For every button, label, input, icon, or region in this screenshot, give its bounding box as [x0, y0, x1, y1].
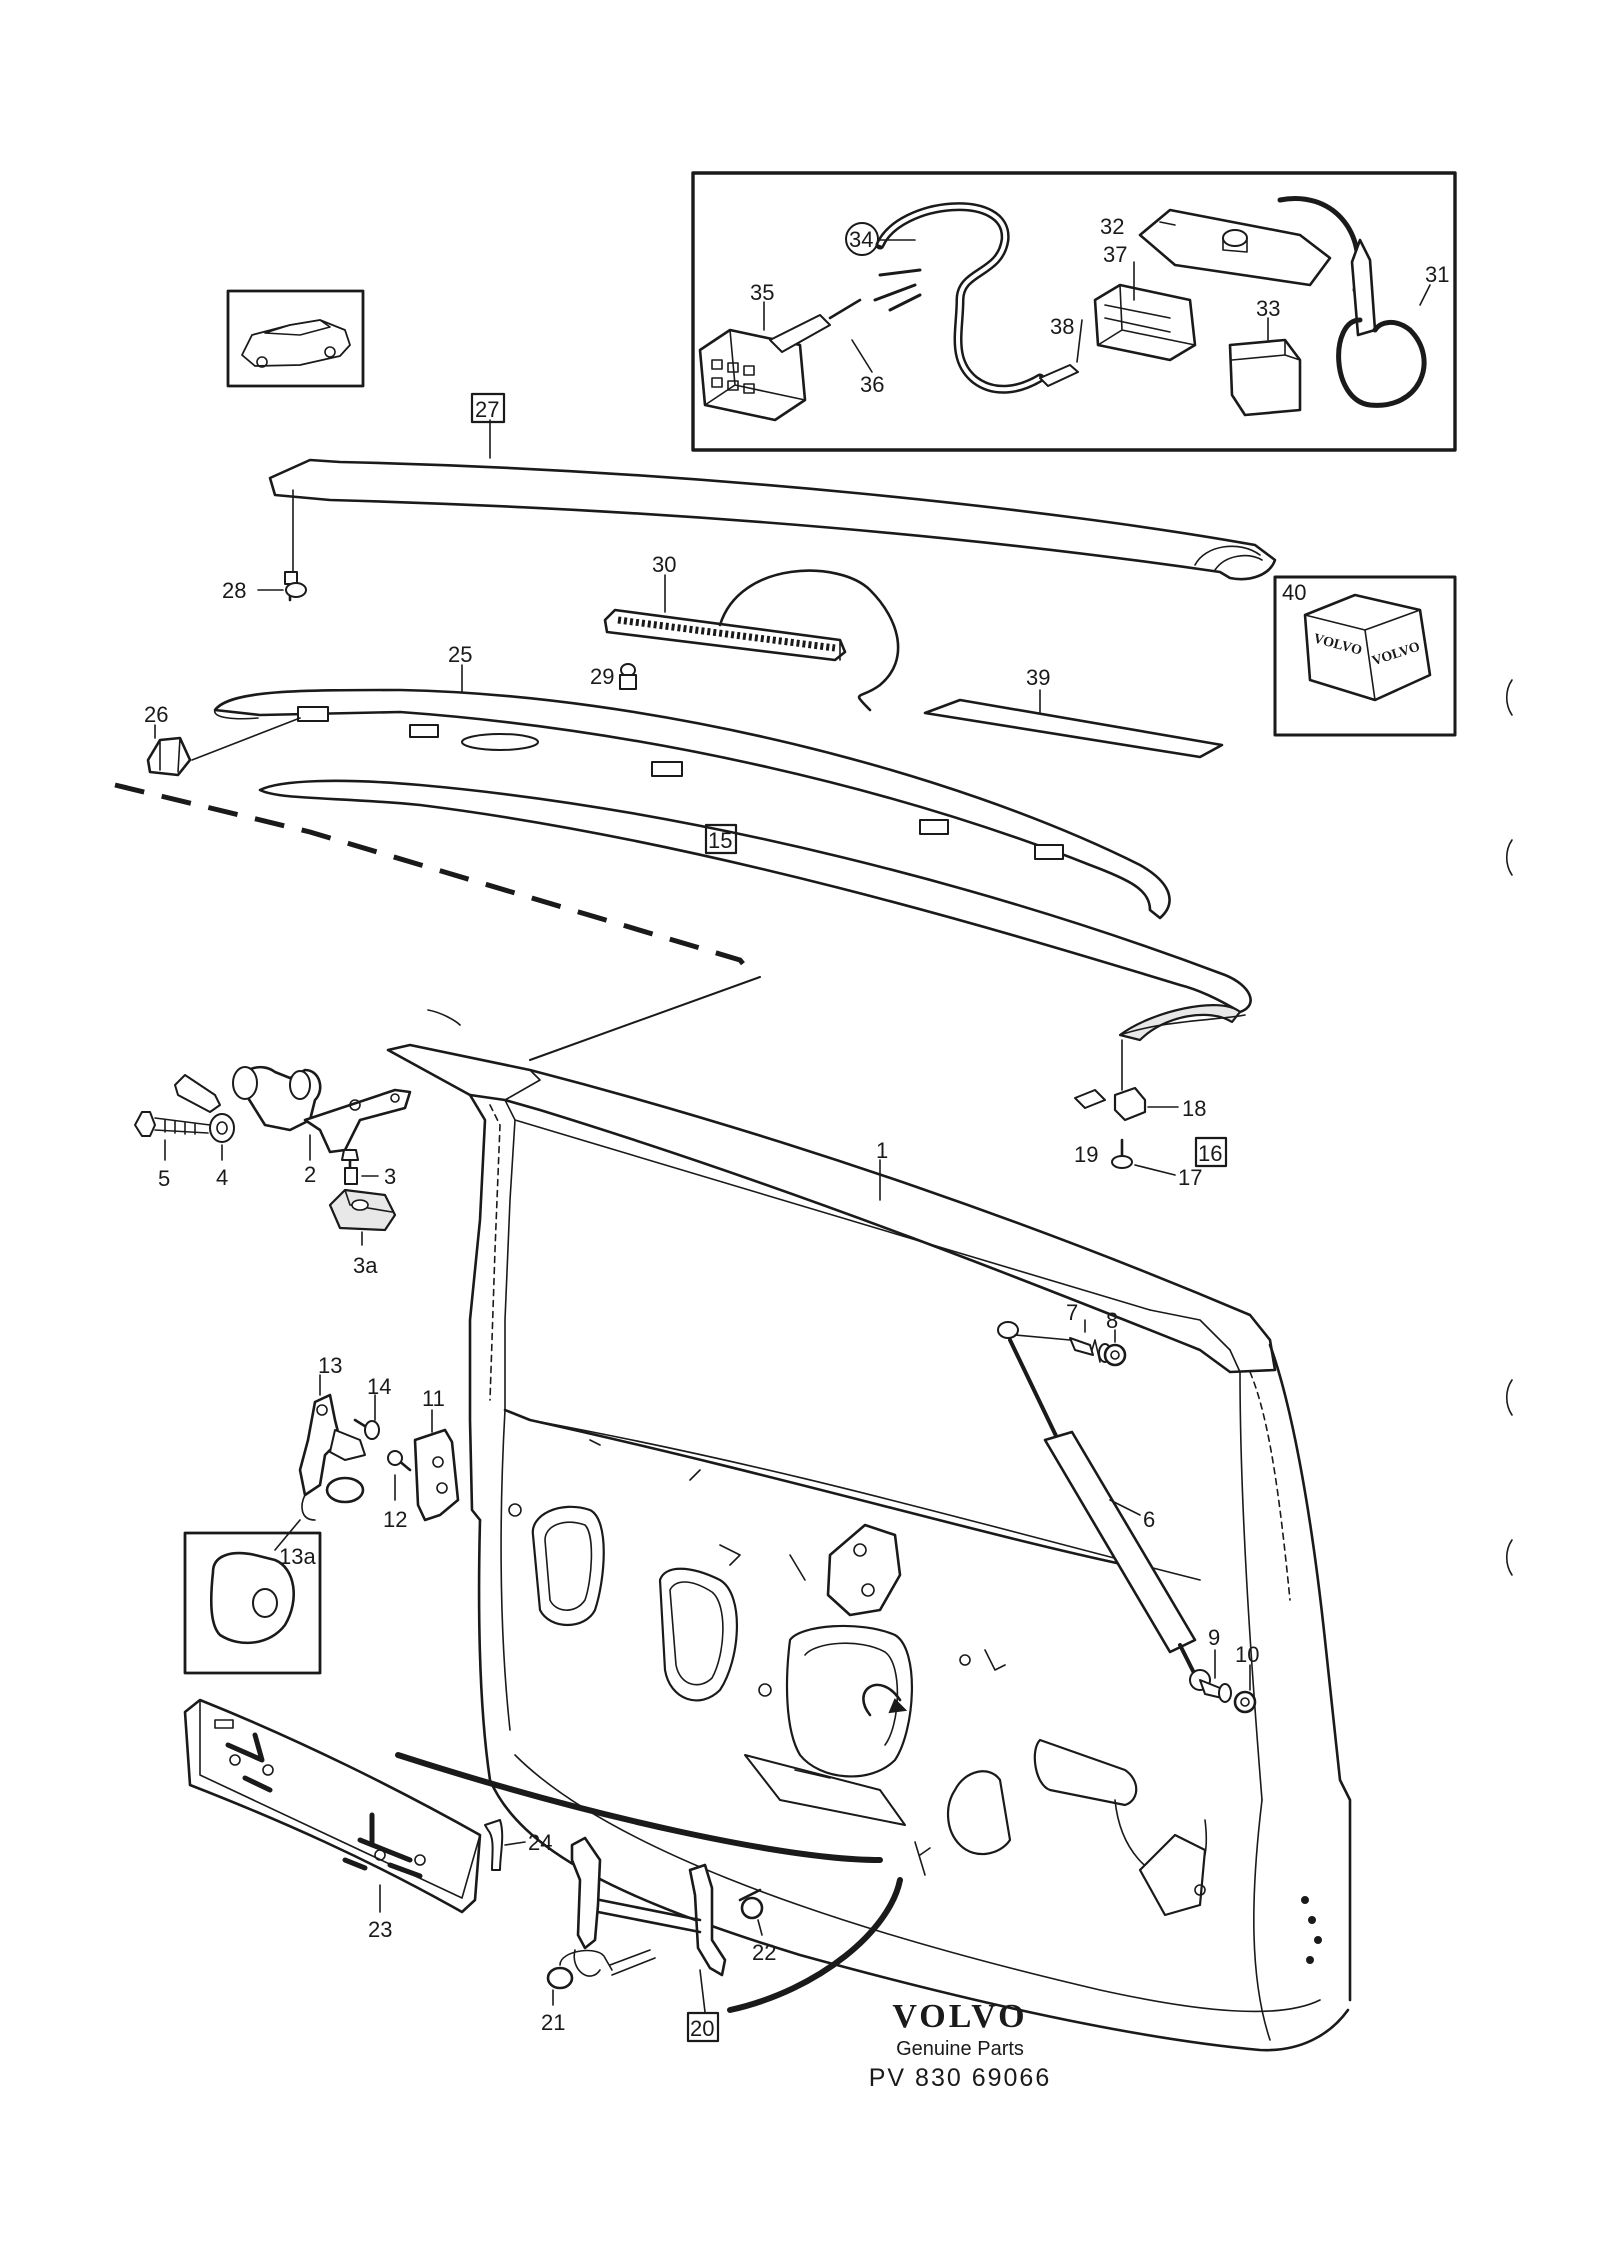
callout-36: 36 — [860, 372, 884, 397]
spoiler-lower-25 — [213, 664, 1171, 920]
hinge-assembly-2 — [134, 1065, 412, 1246]
callout-33: 33 — [1256, 296, 1280, 321]
brake-light-30 — [603, 569, 900, 712]
lock-assembly-13 — [274, 1374, 460, 1551]
callout-39: 39 — [1026, 665, 1050, 690]
callout-35: 35 — [750, 280, 774, 305]
callout-8: 8 — [1106, 1308, 1118, 1333]
callout-1: 1 — [876, 1138, 888, 1163]
callout-27: 27 — [475, 397, 499, 422]
callout-40: 40 — [1282, 580, 1306, 605]
car-thumbnail-box — [226, 289, 365, 388]
callout-13a: 13a — [279, 1544, 316, 1569]
callout-16: 16 — [1198, 1141, 1222, 1166]
callout-14: 14 — [367, 1374, 391, 1399]
brand-subtitle: Genuine Parts — [896, 2038, 1024, 2060]
diagram-code: PV 830 69066 — [868, 2064, 1052, 2092]
callout-24: 24 — [528, 1830, 552, 1855]
seal-strip-15 — [258, 779, 1252, 1042]
screw-29 — [619, 663, 637, 690]
callout-30: 30 — [652, 552, 676, 577]
dashed-route — [114, 782, 754, 977]
volvo-logo: VOLVO — [892, 1998, 1028, 2035]
callout-19: 19 — [1074, 1142, 1098, 1167]
callout-21: 21 — [541, 2010, 565, 2035]
callout-9: 9 — [1208, 1625, 1220, 1650]
callout-26: 26 — [144, 702, 168, 727]
connector-35 — [698, 328, 807, 422]
connector-37 — [1093, 283, 1197, 362]
callout-7: 7 — [1066, 1300, 1078, 1325]
callout-3: 3 — [384, 1164, 396, 1189]
callout-13: 13 — [318, 1353, 342, 1378]
callout-10: 10 — [1235, 1642, 1259, 1667]
callout-3a: 3a — [353, 1253, 378, 1278]
callout-31: 31 — [1425, 262, 1449, 287]
brand-block: VOLVO Genuine Parts PV 830 69066 — [860, 1998, 1060, 2094]
package-box-40: VOLVO VOLVO — [1273, 575, 1457, 737]
callout-15: 15 — [708, 828, 732, 853]
callout-4: 4 — [216, 1165, 228, 1190]
callout-34: 34 — [849, 227, 873, 252]
light-bar-20 — [395, 1752, 903, 2013]
callout-37: 37 — [1103, 242, 1127, 267]
callout-12: 12 — [383, 1507, 407, 1532]
callout-6: 6 — [1143, 1507, 1155, 1532]
tailgate-1 — [386, 1043, 1352, 2052]
wiring-inset-box — [691, 171, 1457, 452]
inset-13a — [183, 1531, 322, 1675]
bracket-16 — [1074, 1039, 1179, 1176]
clip-26 — [146, 717, 301, 777]
screw-28 — [257, 571, 307, 602]
callout-11: 11 — [422, 1386, 445, 1411]
roof-spoiler-27 — [268, 419, 1277, 581]
callout-labels: 1 2 3 3a 4 5 6 7 8 9 10 11 12 13 13a 14 … — [144, 214, 1449, 2043]
callout-23: 23 — [368, 1917, 392, 1942]
gas-strut-6 — [997, 1319, 1257, 1714]
callout-17: 17 — [1178, 1165, 1202, 1190]
callout-28: 28 — [222, 578, 246, 603]
callout-32: 32 — [1100, 214, 1124, 239]
callout-5: 5 — [158, 1166, 170, 1191]
callout-29: 29 — [590, 664, 614, 689]
strip-39 — [923, 689, 1224, 759]
callout-18: 18 — [1182, 1096, 1206, 1121]
license-plate-23 — [183, 1698, 526, 1914]
callout-38: 38 — [1050, 314, 1074, 339]
callout-22: 22 — [752, 1940, 776, 1965]
bracket-32 — [1138, 196, 1361, 293]
callout-20: 20 — [690, 2016, 714, 2041]
callout-2: 2 — [304, 1162, 316, 1187]
callout-25: 25 — [448, 642, 472, 667]
